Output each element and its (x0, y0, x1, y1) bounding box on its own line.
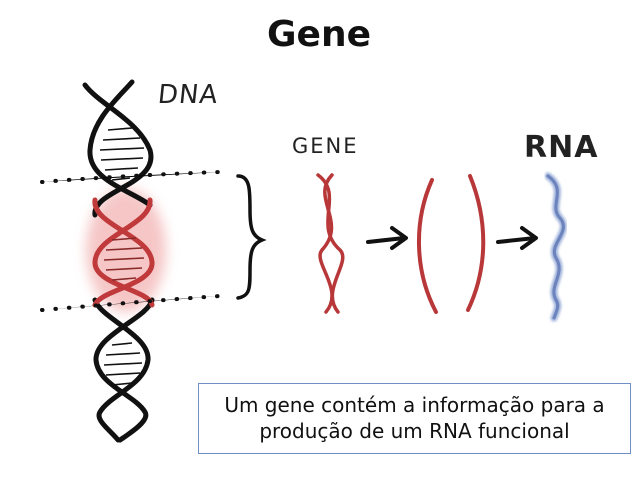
caption-box: Um gene contém a informação para a produ… (198, 383, 631, 454)
arrow-icon (366, 226, 408, 250)
gene-helix (316, 173, 345, 314)
rna-strand (544, 172, 567, 322)
gene-label: GENE (292, 134, 359, 158)
dna-gene-segment (92, 197, 155, 308)
caption-line-2: produção de um RNA funcional (259, 419, 570, 443)
gene-boundary-lines (40, 170, 222, 312)
separated-strands (417, 174, 486, 314)
arrow-icon (496, 226, 538, 250)
caption-line-1: Um gene contém a informação para a (224, 393, 605, 417)
rna-label: RNA (524, 130, 599, 165)
dna-helix (82, 79, 155, 443)
gene-base-pairs (103, 237, 145, 281)
page-title: Gene (266, 14, 371, 55)
dna-base-pairs (99, 127, 145, 386)
curly-brace (236, 174, 267, 300)
